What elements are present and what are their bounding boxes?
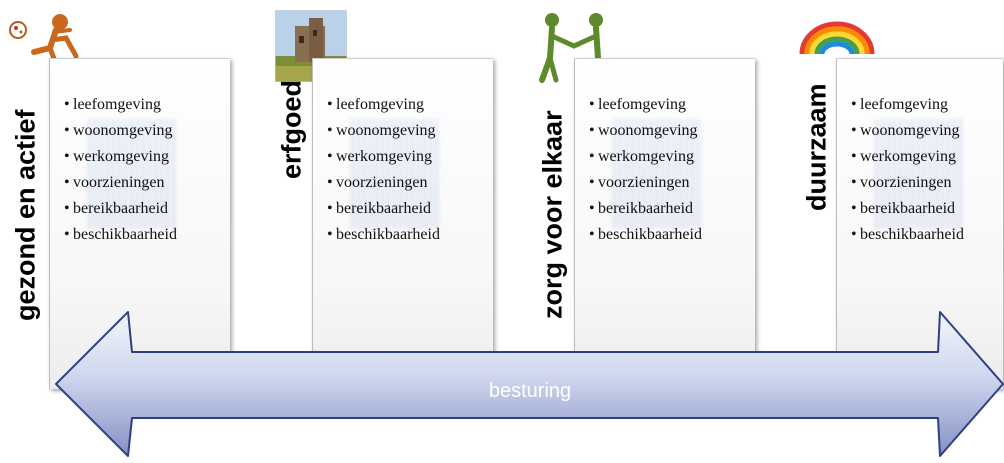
item-list: leefomgeving woonomgeving werkomgeving v… (327, 92, 440, 248)
rainbow-icon (799, 21, 875, 55)
item-list: leefomgeving woonomgeving werkomgeving v… (589, 92, 702, 248)
list-item: bereikbaarheid (327, 196, 440, 222)
theme-panel: leefomgeving woonomgeving werkomgeving v… (836, 58, 1003, 389)
item-list: leefomgeving woonomgeving werkomgeving v… (64, 92, 177, 248)
theme-panel: leefomgeving woonomgeving werkomgeving v… (574, 58, 755, 389)
list-item: werkomgeving (851, 144, 964, 170)
theme-panel: leefomgeving woonomgeving werkomgeving v… (49, 58, 230, 389)
list-item: voorzieningen (589, 170, 702, 196)
list-item: woonomgeving (327, 118, 440, 144)
list-item: bereikbaarheid (589, 196, 702, 222)
list-item: werkomgeving (589, 144, 702, 170)
list-item: leefomgeving (851, 92, 964, 118)
theme-panel: leefomgeving woonomgeving werkomgeving v… (312, 58, 493, 389)
list-item: werkomgeving (327, 144, 440, 170)
arrow-label: besturing (488, 380, 572, 402)
list-item: leefomgeving (589, 92, 702, 118)
list-item: beschikbaarheid (851, 222, 964, 248)
item-list: leefomgeving woonomgeving werkomgeving v… (851, 92, 964, 248)
list-item: leefomgeving (64, 92, 177, 118)
list-item: voorzieningen (64, 170, 177, 196)
list-item: voorzieningen (851, 170, 964, 196)
list-item: woonomgeving (64, 118, 177, 144)
list-item: woonomgeving (589, 118, 702, 144)
list-item: woonomgeving (851, 118, 964, 144)
list-item: bereikbaarheid (851, 196, 964, 222)
list-item: voorzieningen (327, 170, 440, 196)
list-item: beschikbaarheid (589, 222, 702, 248)
list-item: leefomgeving (327, 92, 440, 118)
list-item: beschikbaarheid (327, 222, 440, 248)
list-item: beschikbaarheid (64, 222, 177, 248)
list-item: werkomgeving (64, 144, 177, 170)
list-item: bereikbaarheid (64, 196, 177, 222)
